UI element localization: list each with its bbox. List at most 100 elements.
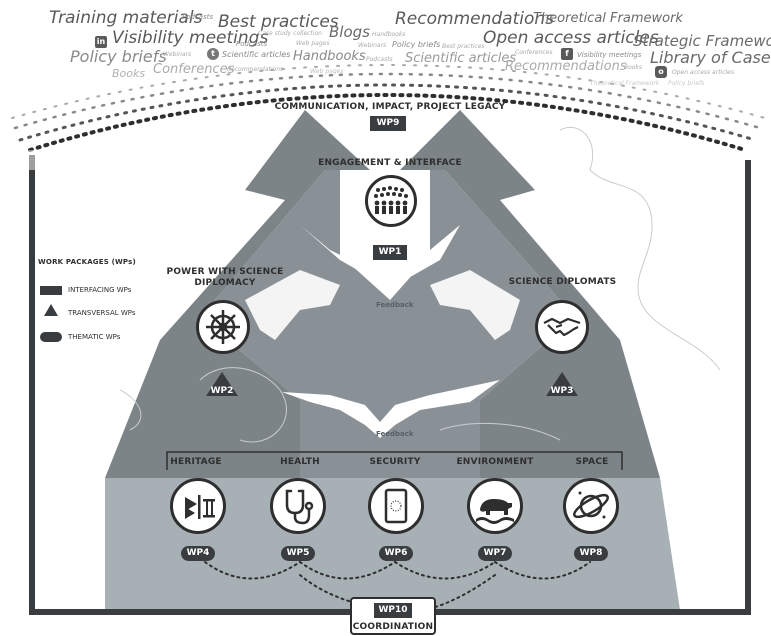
feedback-label-upper: Feedback xyxy=(376,301,414,309)
feedback-label-lower: Feedback xyxy=(376,430,414,438)
cloud-word: Best practices xyxy=(218,12,339,32)
left-arrow-shape xyxy=(105,110,370,478)
cloud-word: Conferences xyxy=(515,49,553,56)
cloud-word: Strategic Framework xyxy=(633,32,771,50)
facebook-icon: f xyxy=(561,48,573,60)
heritage-circle xyxy=(170,478,226,534)
cloud-word: Web pages xyxy=(296,40,330,47)
security-circle xyxy=(368,478,424,534)
cloud-word: Books xyxy=(624,64,643,71)
cloud-word: Webinars xyxy=(358,42,387,49)
cloud-word: Training materials xyxy=(49,8,203,28)
thematic-label-security: SECURITY xyxy=(369,457,421,467)
cloud-word: Theoretical Framework xyxy=(590,80,660,87)
power-circle xyxy=(196,300,250,354)
legend-thematic-label: THEMATIC WPs xyxy=(68,333,121,341)
cloud-word: Best practices xyxy=(442,43,485,50)
space-circle xyxy=(563,478,619,534)
legend-transversal-label: TRANSVERSAL WPs xyxy=(68,309,136,317)
cloud-word: Scientific articles xyxy=(222,50,291,59)
engagement-circle xyxy=(365,175,417,227)
cloud-word: Webinars xyxy=(163,51,192,58)
center-area xyxy=(215,170,560,478)
thematic-label-environment: ENVIRONMENT xyxy=(456,457,534,467)
wp4-badge: WP4 xyxy=(181,546,215,561)
cloud-word: Web pages xyxy=(310,68,344,75)
phone-security-icon xyxy=(384,488,408,524)
stethoscope-icon xyxy=(285,489,314,525)
planet-icon xyxy=(573,491,609,519)
cloud-word: Library of Cases xyxy=(650,48,771,67)
cloud-word: Handbooks xyxy=(372,31,406,38)
wp10-badge: WP10 xyxy=(374,603,412,618)
coordination-label: COORDINATION xyxy=(352,622,434,632)
health-circle xyxy=(270,478,326,534)
cloud-word: Open access articles xyxy=(483,28,659,48)
thematic-dotted-links xyxy=(204,561,591,609)
wp9-badge: WP9 xyxy=(370,116,406,131)
wp2-triangle xyxy=(206,372,238,396)
legend-transversal-shape xyxy=(44,304,58,316)
hieroglyph-icon xyxy=(185,495,215,519)
map-outline xyxy=(119,126,721,443)
legend-interfacing-label: INTERFACING WPs xyxy=(68,286,132,294)
cloud-word: Policy briefs xyxy=(668,80,705,87)
right-white-chevron xyxy=(430,270,520,340)
ship-wheel-icon xyxy=(206,310,240,344)
cloud-word: Recommendations xyxy=(395,9,555,29)
wp2-label: WP2 xyxy=(210,386,234,396)
cloud-word: Visibility meetings xyxy=(112,28,269,48)
power-title-line1: POWER WITH SCIENCE xyxy=(166,267,284,277)
cloud-word: Policy briefs xyxy=(70,47,167,66)
wp6-badge: WP6 xyxy=(379,546,413,561)
cloud-word: Podcasts xyxy=(366,56,393,63)
power-title-line2: DIPLOMACY xyxy=(194,278,256,288)
thematic-bracket xyxy=(166,451,623,470)
wp5-badge: WP5 xyxy=(281,546,315,561)
cloud-word: Policy briefs xyxy=(392,40,441,49)
environment-circle xyxy=(467,478,523,534)
instagram-icon: o xyxy=(655,66,667,78)
cloud-word: Books xyxy=(112,67,146,80)
cloud-word: Open access articles xyxy=(672,69,735,76)
audience-icon xyxy=(374,186,408,214)
dotted-arc xyxy=(11,64,766,152)
diplomats-title: SCIENCE DIPLOMATS xyxy=(508,277,617,287)
cloud-word: Blogs xyxy=(329,23,370,41)
thematic-label-health: HEALTH xyxy=(280,457,320,467)
thematic-area-band xyxy=(105,478,680,610)
linkedin-icon: in xyxy=(95,36,107,48)
cloud-word: Case study collection xyxy=(258,30,322,37)
feedback-arrows-upper xyxy=(300,225,460,300)
thematic-label-space: SPACE xyxy=(575,457,609,467)
wp8-badge: WP8 xyxy=(574,546,608,561)
feedback-arrows-lower xyxy=(282,380,500,438)
cloud-word: Podcasts xyxy=(182,13,214,21)
twitter-icon: t xyxy=(207,48,219,60)
cloud-word: Theoretical Framework xyxy=(533,11,683,26)
diplomats-circle xyxy=(535,300,589,354)
legend-title: WORK PACKAGES (WPs) xyxy=(38,258,136,266)
left-white-chevron xyxy=(245,270,340,340)
legend-interfacing-shape xyxy=(40,286,62,295)
wp1-badge: WP1 xyxy=(373,245,407,260)
legend-thematic-shape xyxy=(40,332,62,342)
polar-bear-icon xyxy=(476,499,514,524)
wp3-label: WP3 xyxy=(550,386,574,396)
communication-title: COMMUNICATION, IMPACT, PROJECT LEGACY xyxy=(274,102,506,112)
right-arrow-shape xyxy=(400,110,660,478)
cloud-word: Recommendations xyxy=(505,59,627,74)
cloud-word: Handbooks xyxy=(293,49,366,64)
wp3-triangle xyxy=(546,372,578,396)
outer-frame xyxy=(29,155,751,615)
thematic-label-heritage: HERITAGE xyxy=(170,457,222,467)
cloud-word: Visibility meetings xyxy=(577,51,642,59)
wp7-badge: WP7 xyxy=(478,546,512,561)
cloud-word: Recommendations xyxy=(227,66,284,73)
cloud-word: Scientific articles xyxy=(405,51,517,66)
engagement-title: ENGAGEMENT & INTERFACE xyxy=(318,158,462,168)
cloud-word: Conferences xyxy=(153,62,235,77)
cloud-word: Podcasts xyxy=(236,40,268,48)
